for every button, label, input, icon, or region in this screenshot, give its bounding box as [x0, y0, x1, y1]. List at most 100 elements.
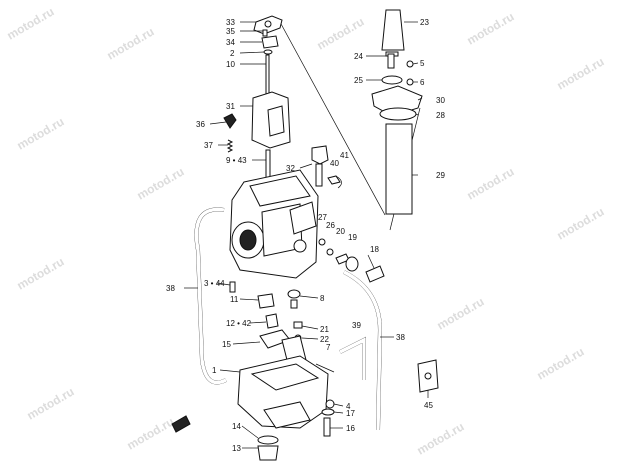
choke-plunger: [311, 145, 342, 189]
carburetor-body: [229, 169, 319, 279]
idle-screw-boss: [293, 239, 307, 253]
guide-line: [279, 21, 386, 216]
callout-33: 33: [226, 18, 235, 27]
callout-7: 7: [326, 343, 331, 352]
watermark: motod.ru: [555, 54, 607, 92]
body-top: [249, 175, 311, 207]
clip-17: [321, 408, 335, 416]
front-arrow-icon: [171, 415, 191, 433]
callout-3-44: 3 • 44: [204, 279, 225, 288]
callout-38-right: 38: [396, 333, 405, 342]
callout-37: 37: [204, 141, 213, 150]
callout-11: 11: [230, 295, 239, 304]
o-ring-19: [345, 256, 359, 272]
washer: [263, 49, 273, 55]
pilot-jet-11: [257, 293, 275, 309]
watermark: motod.ru: [15, 254, 67, 292]
watermark: motod.ru: [105, 24, 157, 62]
callout-45: 45: [424, 401, 433, 410]
pin-7: [315, 363, 335, 373]
air-screw: [223, 113, 237, 129]
screw-5: [406, 60, 414, 68]
callout-22: 22: [320, 335, 329, 344]
drain-plug-13: [257, 445, 279, 461]
choke-shaft: [315, 163, 323, 187]
callout-10: 10: [226, 60, 235, 69]
choke-cap: [311, 145, 329, 165]
cap-hole: [264, 20, 272, 28]
watermark: motod.ru: [25, 384, 77, 422]
throttle-drum: [289, 201, 317, 235]
plunger-clip: [327, 175, 341, 185]
bowl-bottom: [263, 401, 311, 429]
rubber-cap-23: [381, 9, 405, 51]
watermark: motod.ru: [535, 344, 587, 382]
slide-window: [267, 105, 285, 137]
callout-35: 35: [226, 27, 235, 36]
callout-38-left: 38: [166, 284, 175, 293]
callout-15: 15: [222, 340, 231, 349]
leader-lines: [184, 21, 429, 449]
callout-16: 16: [346, 424, 355, 433]
gasket-28: [379, 107, 417, 121]
watermark: motod.ru: [465, 164, 517, 202]
adjuster-24: [387, 53, 395, 69]
float-bowl-assembly: [237, 329, 335, 429]
washer-6: [406, 78, 414, 86]
callout-4: 4: [346, 402, 351, 411]
cap-screw: [262, 29, 268, 37]
jet-parts: [229, 281, 303, 342]
watermark: motod.ru: [125, 414, 177, 452]
callout-18: 18: [370, 245, 379, 254]
callout-12-42: 12 • 42: [226, 319, 252, 328]
callout-28: 28: [436, 111, 445, 120]
cable-guide: [261, 35, 279, 49]
callout-23: 23: [420, 18, 429, 27]
callout-5: 5: [420, 59, 425, 68]
callout-9-43: 9 • 43: [226, 156, 247, 165]
callout-6: 6: [420, 78, 425, 87]
watermark: motod.ru: [315, 14, 367, 52]
callout-13: 13: [232, 444, 241, 453]
spring-outline: [385, 123, 413, 215]
callout-40: 40: [330, 159, 339, 168]
top-cap-assembly: [253, 15, 283, 96]
callout-labels: 33 35 34 2 10 31 36 37 9 • 43 32 41 40 2…: [166, 18, 445, 453]
callout-25: 25: [354, 76, 363, 85]
screw-18: [365, 265, 385, 283]
throttle-rod: [265, 54, 270, 96]
float-pin-21: [293, 321, 303, 329]
o-ring-27: [318, 238, 326, 246]
watermark: motod.ru: [435, 294, 487, 332]
nut-25: [381, 75, 403, 85]
callout-20: 20: [336, 227, 345, 236]
callout-17: 17: [346, 409, 355, 418]
callout-30: 30: [436, 96, 445, 105]
callout-19: 19: [348, 233, 357, 242]
washer-4: [325, 399, 335, 409]
callout-36: 36: [196, 120, 205, 129]
bottom-parts: [257, 399, 335, 461]
callout-1: 1: [212, 366, 217, 375]
callout-8: 8: [320, 294, 325, 303]
callout-41: 41: [340, 151, 349, 160]
callout-21: 21: [320, 325, 329, 334]
callout-24: 24: [354, 52, 363, 61]
callout-39: 39: [352, 321, 361, 330]
callout-31: 31: [226, 102, 235, 111]
watermark: motod.ru: [465, 9, 517, 47]
clip-41: [335, 175, 342, 189]
needle-jet-8: [290, 299, 298, 309]
adjuster-parts: [318, 238, 385, 283]
callout-29: 29: [436, 171, 445, 180]
spring-37: [226, 139, 234, 153]
washer-26: [326, 248, 334, 256]
main-jet-12: [265, 313, 279, 329]
o-ring-14: [257, 435, 279, 445]
watermark: motod.ru: [135, 164, 187, 202]
callout-27: 27: [318, 213, 327, 222]
throttle-slide: [223, 91, 291, 153]
watermark: motod.ru: [555, 204, 607, 242]
bore-inner: [239, 229, 257, 251]
